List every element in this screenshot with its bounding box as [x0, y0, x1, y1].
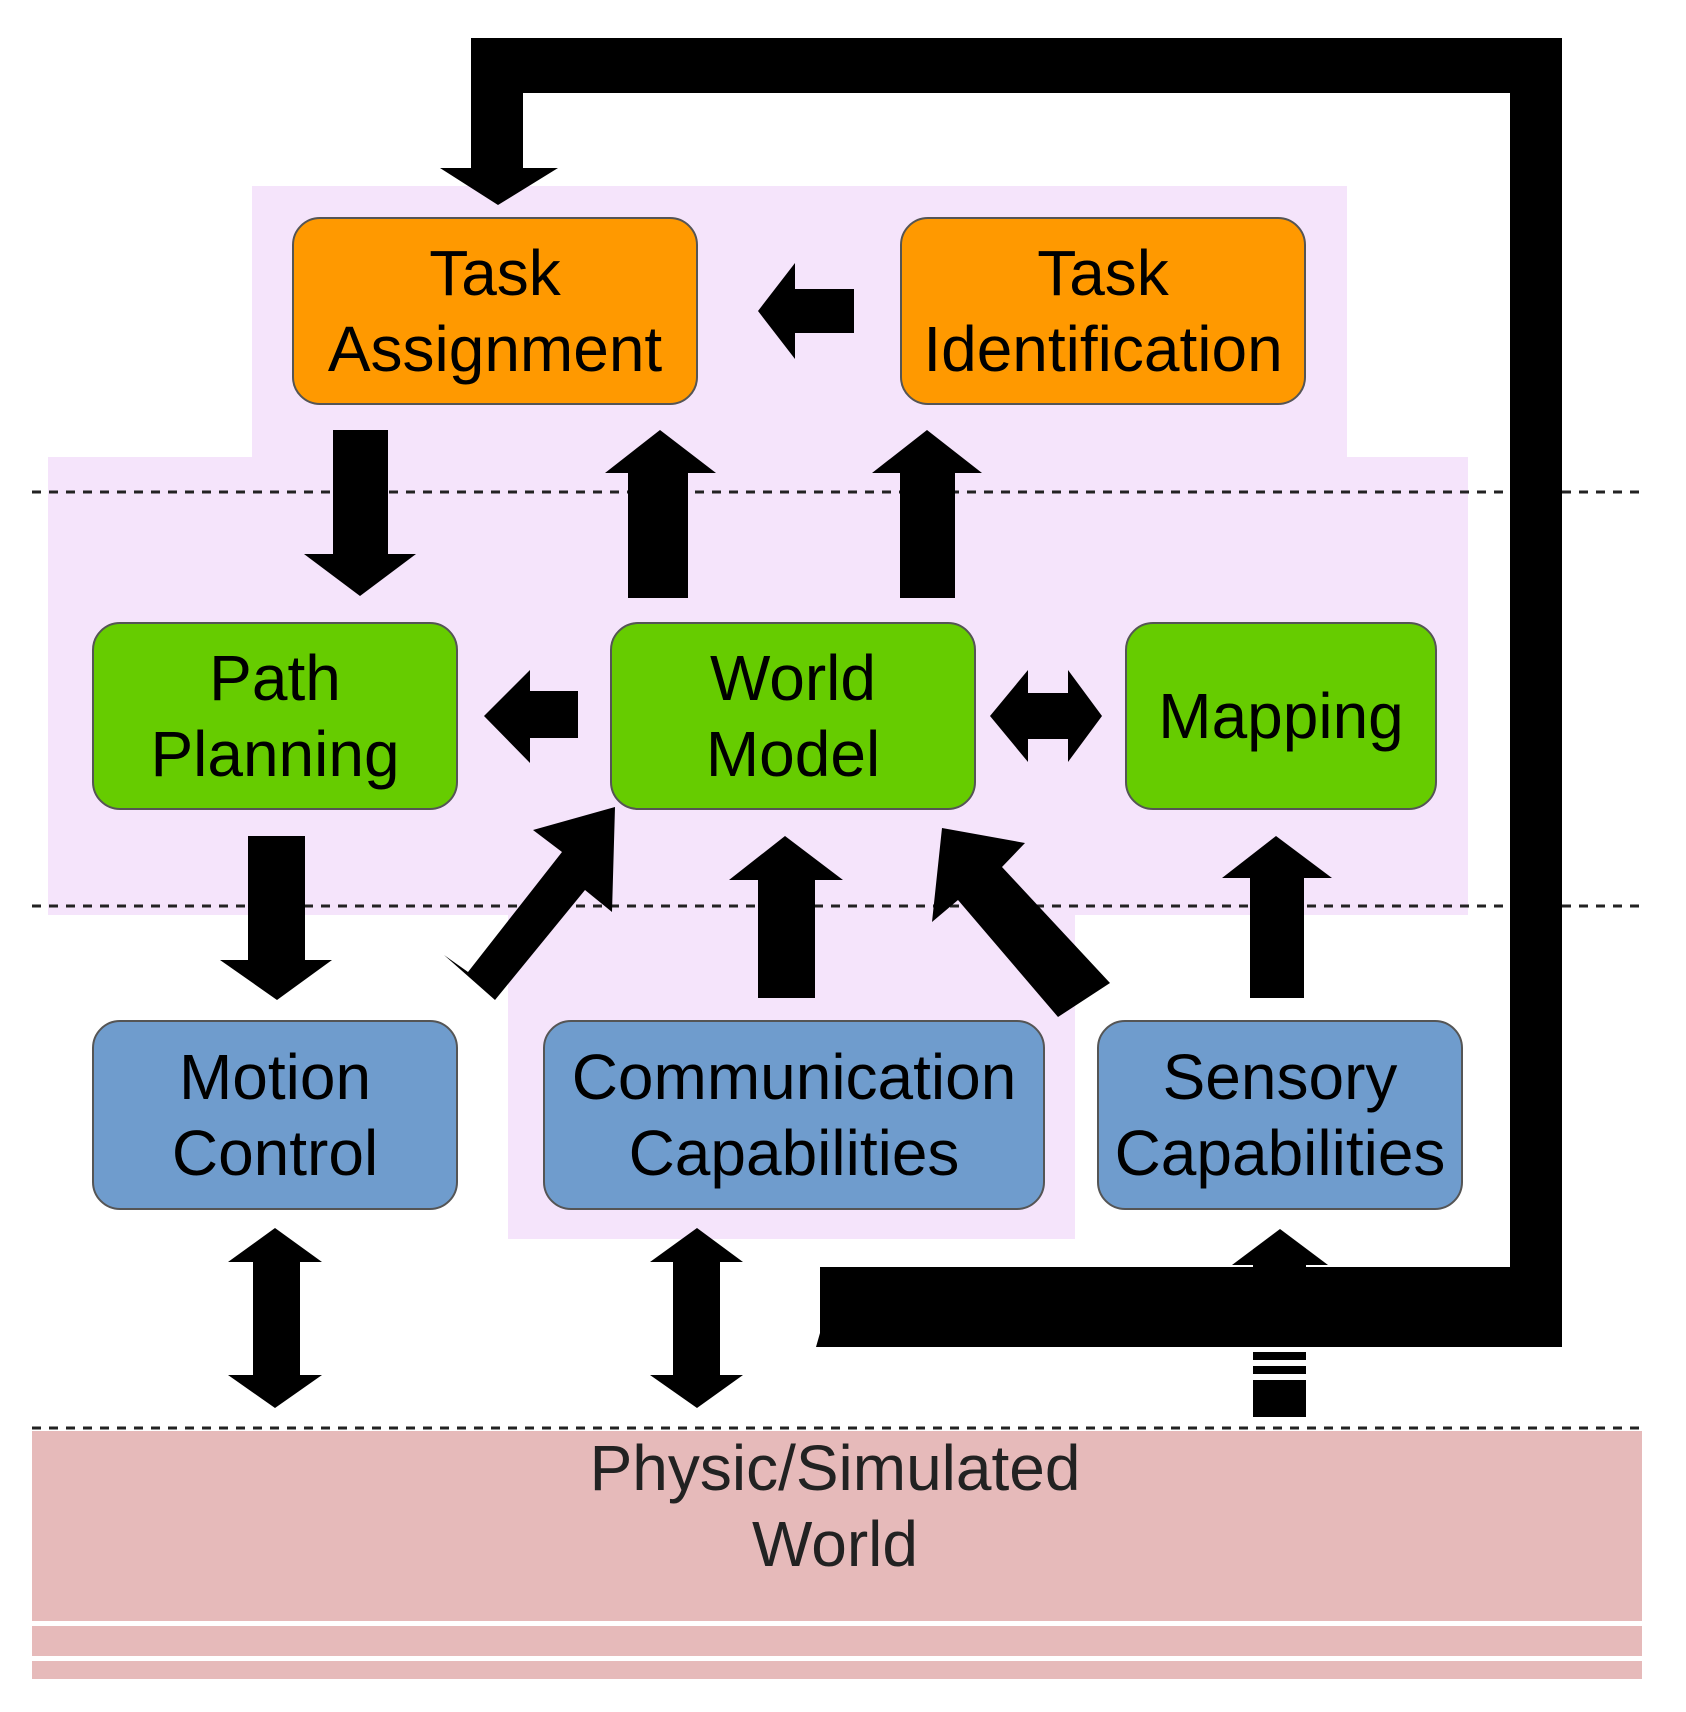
world-model-box: World Model	[610, 622, 976, 810]
arrow-world-to-sensory-dash	[1253, 1366, 1306, 1374]
world-model-line-2: Model	[705, 718, 881, 790]
world-label: Physic/Simulated World	[30, 1430, 1640, 1582]
arrow-identification-to-assignment	[758, 263, 854, 359]
arrow-world-to-sensory-dash	[1253, 1265, 1306, 1277]
arrow-world-to-sensory-dash	[1253, 1352, 1306, 1360]
communication-capabilities-line-2: Capabilities	[628, 1117, 960, 1189]
motion-control-line-2: Control	[171, 1117, 379, 1189]
path-planning-line-2: Planning	[150, 718, 400, 790]
world-band-stripe-1	[32, 1626, 1642, 1656]
feedback-loop-arrow	[440, 38, 1562, 1347]
arrow-world-model-to-identification	[872, 430, 982, 598]
arrow-sensory-to-mapping	[1222, 836, 1332, 998]
arrow-motion-control-world	[228, 1228, 322, 1408]
task-assignment-line-1: Task	[429, 237, 561, 309]
task-assignment-box: Task Assignment	[292, 217, 698, 405]
path-planning-box: Path Planning	[92, 622, 458, 810]
task-assignment-line-2: Assignment	[327, 313, 663, 385]
arrow-world-to-sensory-dash	[1253, 1380, 1306, 1417]
arrow-motion-control-to-world-model	[444, 807, 615, 1000]
task-identification-line-1: Task	[1037, 237, 1169, 309]
arrow-communication-world	[650, 1228, 743, 1408]
arrow-assignment-to-path-planning	[304, 430, 416, 596]
arrow-world-model-mapping	[990, 670, 1102, 762]
sensory-capabilities-line-2: Capabilities	[1114, 1117, 1446, 1189]
arrow-world-model-to-path-planning	[484, 670, 578, 763]
sensory-capabilities-box: Sensory Capabilities	[1097, 1020, 1463, 1210]
communication-capabilities-box: Communication Capabilities	[543, 1020, 1045, 1210]
arrow-path-planning-to-motion-control	[220, 836, 332, 1000]
motion-control-box: Motion Control	[92, 1020, 458, 1210]
task-identification-line-2: Identification	[923, 313, 1283, 385]
mapping-line-1: Mapping	[1158, 680, 1404, 752]
sensory-capabilities-line-1: Sensory	[1162, 1041, 1398, 1113]
arrow-communication-to-world-model	[729, 836, 843, 998]
arrow-sensory-to-world-model	[932, 828, 1110, 1017]
world-model-line-1: World	[710, 642, 876, 714]
arrow-world-model-to-assignment	[605, 430, 716, 598]
world-band-stripe-2	[32, 1661, 1642, 1679]
arrow-world-to-sensory	[1232, 1229, 1328, 1265]
communication-capabilities-line-1: Communication	[571, 1041, 1017, 1113]
arrow-world-to-sensory-dash	[1253, 1285, 1306, 1293]
path-planning-line-1: Path	[209, 642, 341, 714]
task-identification-box: Task Identification	[900, 217, 1306, 405]
world-band	[32, 1431, 1642, 1621]
world-label-line-1: Physic/Simulated	[589, 1432, 1081, 1504]
mapping-box: Mapping	[1125, 622, 1437, 810]
motion-control-line-1: Motion	[178, 1041, 372, 1113]
world-label-line-2: World	[752, 1508, 918, 1580]
